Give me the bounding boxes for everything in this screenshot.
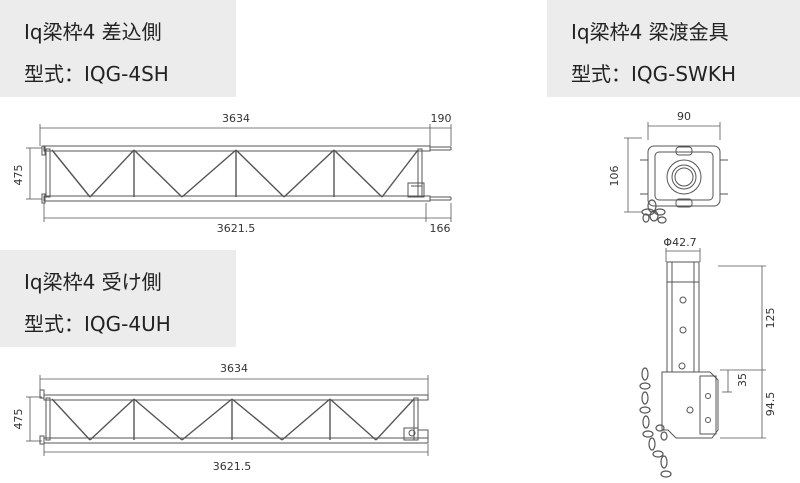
product-name-sashikomi: Iq梁枠4 差込側 (24, 20, 162, 44)
dim-wk-945: 94.5 (764, 392, 777, 417)
dim-sh-ext-bottom: 166 (430, 222, 451, 235)
label-sashikomi: Iq梁枠4 差込側 型式：IQG-4SH (0, 0, 236, 97)
dim-sh-inner: 3621.5 (217, 222, 256, 235)
product-model-toguchi: 型式：IQG-SWKH (571, 62, 736, 86)
dim-uh-height: 475 (12, 409, 25, 430)
dim-sh-ext-top: 190 (431, 112, 452, 125)
label-uke: Iq梁枠4 受け側 型式：IQG-4UH (0, 250, 236, 347)
fitting-side-view (639, 248, 766, 478)
product-model-uke: 型式：IQG-4UH (24, 312, 171, 336)
dim-sh-length: 3634 (222, 112, 250, 125)
dim-wk-width: 90 (677, 110, 691, 123)
product-model-sashikomi: 型式：IQG-4SH (24, 62, 169, 86)
dim-wk-height: 106 (608, 166, 621, 187)
product-name-toguchi: Iq梁枠4 梁渡金具 (571, 20, 729, 44)
dim-wk-125: 125 (764, 308, 777, 329)
dim-uh-inner: 3621.5 (213, 460, 252, 473)
truss-uke (26, 375, 429, 456)
dim-sh-height: 475 (12, 165, 25, 186)
label-toguchi: Iq梁枠4 梁渡金具 型式：IQG-SWKH (547, 0, 800, 97)
dim-wk-dia: Φ42.7 (663, 236, 696, 249)
dimension-labels: 3634 190 475 3621.5 166 3634 475 3621.5 … (12, 110, 777, 473)
product-name-uke: Iq梁枠4 受け側 (24, 270, 162, 294)
dim-wk-35: 35 (736, 373, 749, 387)
truss-sashikomi (26, 124, 452, 222)
fitting-front-view (624, 122, 728, 224)
dim-uh-length: 3634 (220, 362, 248, 375)
